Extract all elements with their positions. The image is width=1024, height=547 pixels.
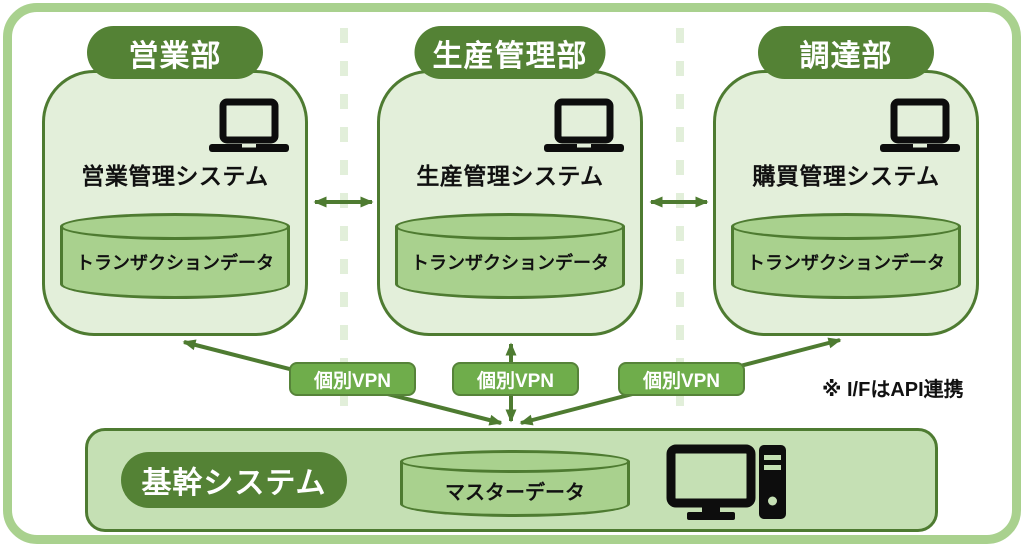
vpn-badge: 個別VPN	[452, 362, 579, 396]
laptop-base	[544, 144, 624, 152]
database-label: トランザクションデータ	[76, 253, 274, 273]
laptop-screen	[890, 98, 950, 144]
master-database-cylinder: マスターデータ	[400, 450, 630, 517]
database-label: トランザクションデータ	[747, 253, 945, 273]
monitor-stand	[702, 503, 720, 512]
monitor-base	[687, 512, 735, 520]
laptop-icon	[544, 98, 624, 152]
laptop-base-notch	[913, 144, 927, 148]
database-cylinder: トランザクションデータ	[731, 213, 961, 299]
pc-tower	[759, 445, 786, 519]
procurement-department-card: 調達部 購買管理システム トランザクションデータ	[713, 26, 979, 336]
database-label: トランザクションデータ	[411, 253, 609, 273]
department-badge: 調達部	[758, 26, 934, 79]
department-badge: 生産管理部	[414, 26, 606, 79]
tower-slot	[764, 455, 781, 460]
database-label: マスターデータ	[445, 482, 585, 504]
tower-button	[768, 496, 777, 506]
vpn-badge: 個別VPN	[289, 362, 416, 396]
core-system-badge: 基幹システム	[121, 452, 347, 508]
laptop-screen	[219, 98, 279, 144]
laptop-icon	[209, 98, 289, 152]
cylinder-top	[395, 213, 625, 240]
sales-department-card: 営業部 営業管理システム トランザクションデータ	[42, 26, 308, 336]
cylinder-top	[400, 450, 630, 473]
laptop-screen	[554, 98, 614, 144]
system-name: 購買管理システム	[752, 163, 940, 189]
system-name: 生産管理システム	[416, 163, 604, 189]
laptop-base	[209, 144, 289, 152]
laptop-base-notch	[577, 144, 591, 148]
laptop-base	[880, 144, 960, 152]
column-divider-dashed-line	[340, 28, 348, 422]
department-badge: 営業部	[87, 26, 263, 79]
system-name: 営業管理システム	[81, 163, 269, 189]
cylinder-top	[731, 213, 961, 240]
laptop-base-notch	[242, 144, 256, 148]
database-cylinder: トランザクションデータ	[60, 213, 290, 299]
cylinder-top	[60, 213, 290, 240]
production-department-card: 生産管理部 生産管理システム トランザクションデータ	[377, 26, 643, 336]
api-interface-note: ※ I/FはAPI連携	[822, 379, 964, 401]
database-cylinder: トランザクションデータ	[395, 213, 625, 299]
column-divider-dashed-line	[676, 28, 684, 422]
desktop-computer-icon	[666, 444, 786, 520]
laptop-icon	[880, 98, 960, 152]
vpn-badge: 個別VPN	[618, 362, 745, 396]
tower-slot	[764, 465, 781, 470]
monitor-screen	[666, 444, 756, 508]
core-system-box: 基幹システム マスターデータ	[85, 428, 938, 532]
